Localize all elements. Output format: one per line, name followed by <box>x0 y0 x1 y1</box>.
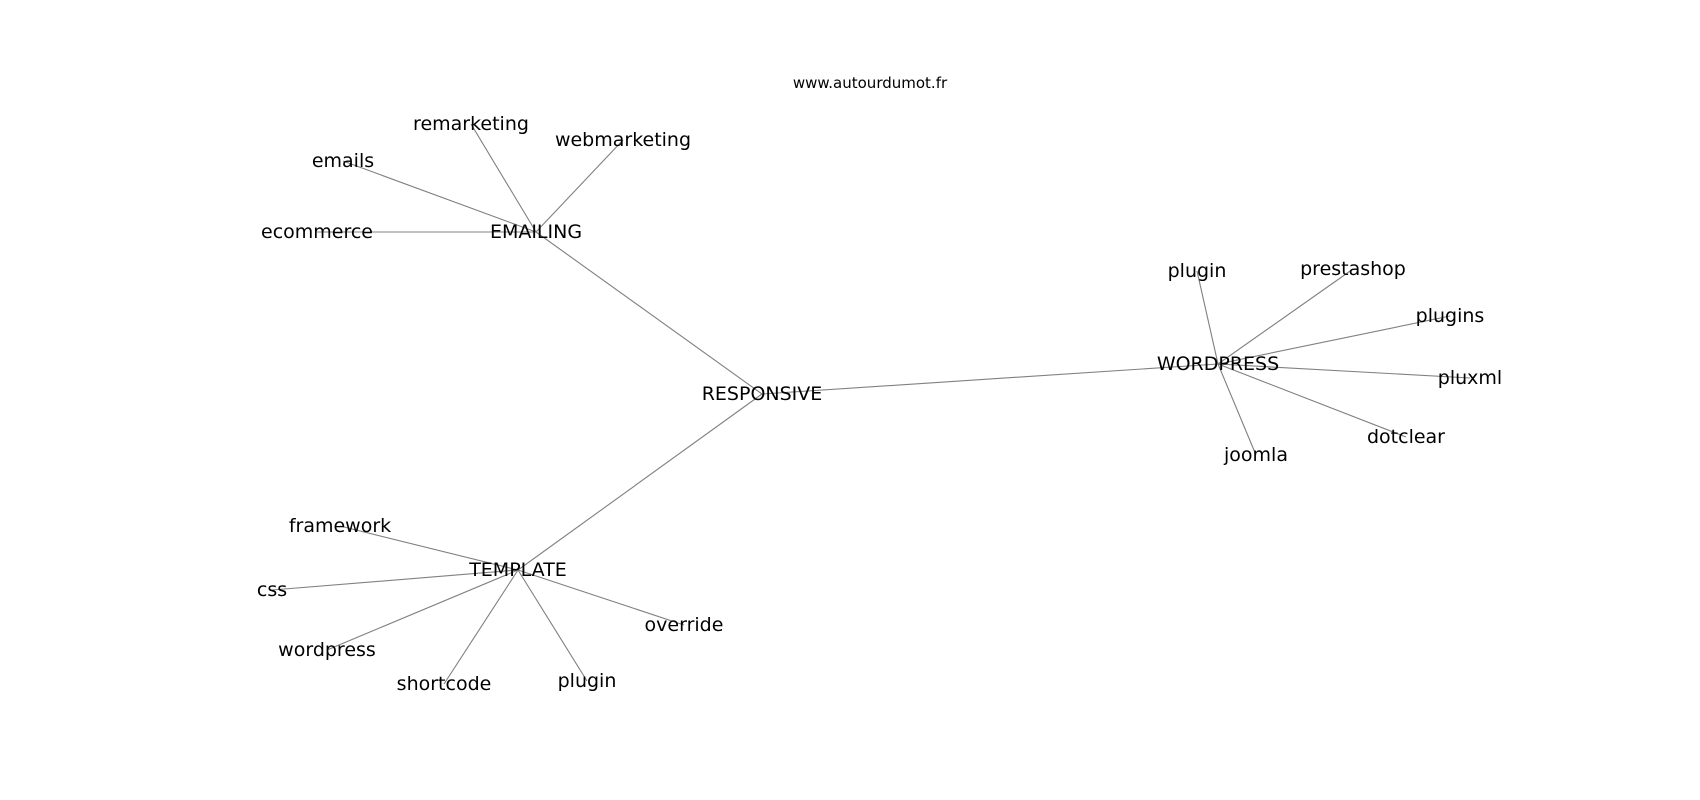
node-label-emails: emails <box>312 150 374 172</box>
edge-template-framework <box>339 525 519 571</box>
edge-emailing-webmarketing <box>535 139 624 233</box>
node-label-dotclear: dotclear <box>1367 426 1445 448</box>
node-label-plugin-wp: plugin <box>1168 260 1227 282</box>
edge-wordpress_hub-prestashop <box>1217 268 1354 365</box>
edge-wordpress_hub-pluxml <box>1217 363 1471 379</box>
node-label-pluxml: pluxml <box>1438 367 1502 389</box>
node-label-remarketing: remarketing <box>413 113 529 135</box>
edge-emailing-remarketing <box>470 123 537 233</box>
edge-template-override <box>517 569 685 626</box>
node-label-webmarketing: webmarketing <box>555 129 691 151</box>
edge-wordpress_hub-dotclear <box>1217 363 1407 438</box>
edge-responsive-emailing <box>535 231 763 395</box>
edge-emailing-emails <box>342 160 537 233</box>
node-label-shortcode: shortcode <box>397 673 492 695</box>
watermark-text: www.autourdumot.fr <box>793 74 948 92</box>
node-label-plugins: plugins <box>1416 305 1485 327</box>
node-label-wordpress-hub: WORDPRESS <box>1157 353 1279 375</box>
node-label-template: TEMPLATE <box>468 559 567 581</box>
edge-template-plugin_tpl <box>517 569 588 682</box>
node-label-joomla: joomla <box>1223 444 1288 466</box>
edge-template-shortcode <box>443 569 519 685</box>
node-label-framework: framework <box>289 515 391 537</box>
node-layer: RESPONSIVE EMAILING WORDPRESS TEMPLATE remar… <box>257 113 1502 695</box>
node-label-css: css <box>257 579 287 601</box>
node-label-wordpress-leaf: wordpress <box>278 639 376 661</box>
edge-responsive-template <box>517 393 763 571</box>
edge-wordpress_hub-plugins <box>1217 315 1451 365</box>
node-label-ecommerce: ecommerce <box>261 221 373 243</box>
node-label-responsive: RESPONSIVE <box>702 383 823 405</box>
edge-wordpress_hub-plugin_wp <box>1196 270 1219 365</box>
node-label-prestashop: prestashop <box>1300 258 1406 280</box>
node-label-emailing: EMAILING <box>490 221 582 243</box>
edge-template-css <box>271 569 519 591</box>
node-label-plugin-tpl: plugin <box>558 670 617 692</box>
edge-layer <box>271 123 1471 685</box>
edge-wordpress_hub-joomla <box>1217 363 1257 456</box>
edge-template-wordpress_leaf <box>326 569 519 651</box>
edge-responsive-wordpress_hub <box>761 363 1219 395</box>
node-label-override: override <box>645 614 724 636</box>
